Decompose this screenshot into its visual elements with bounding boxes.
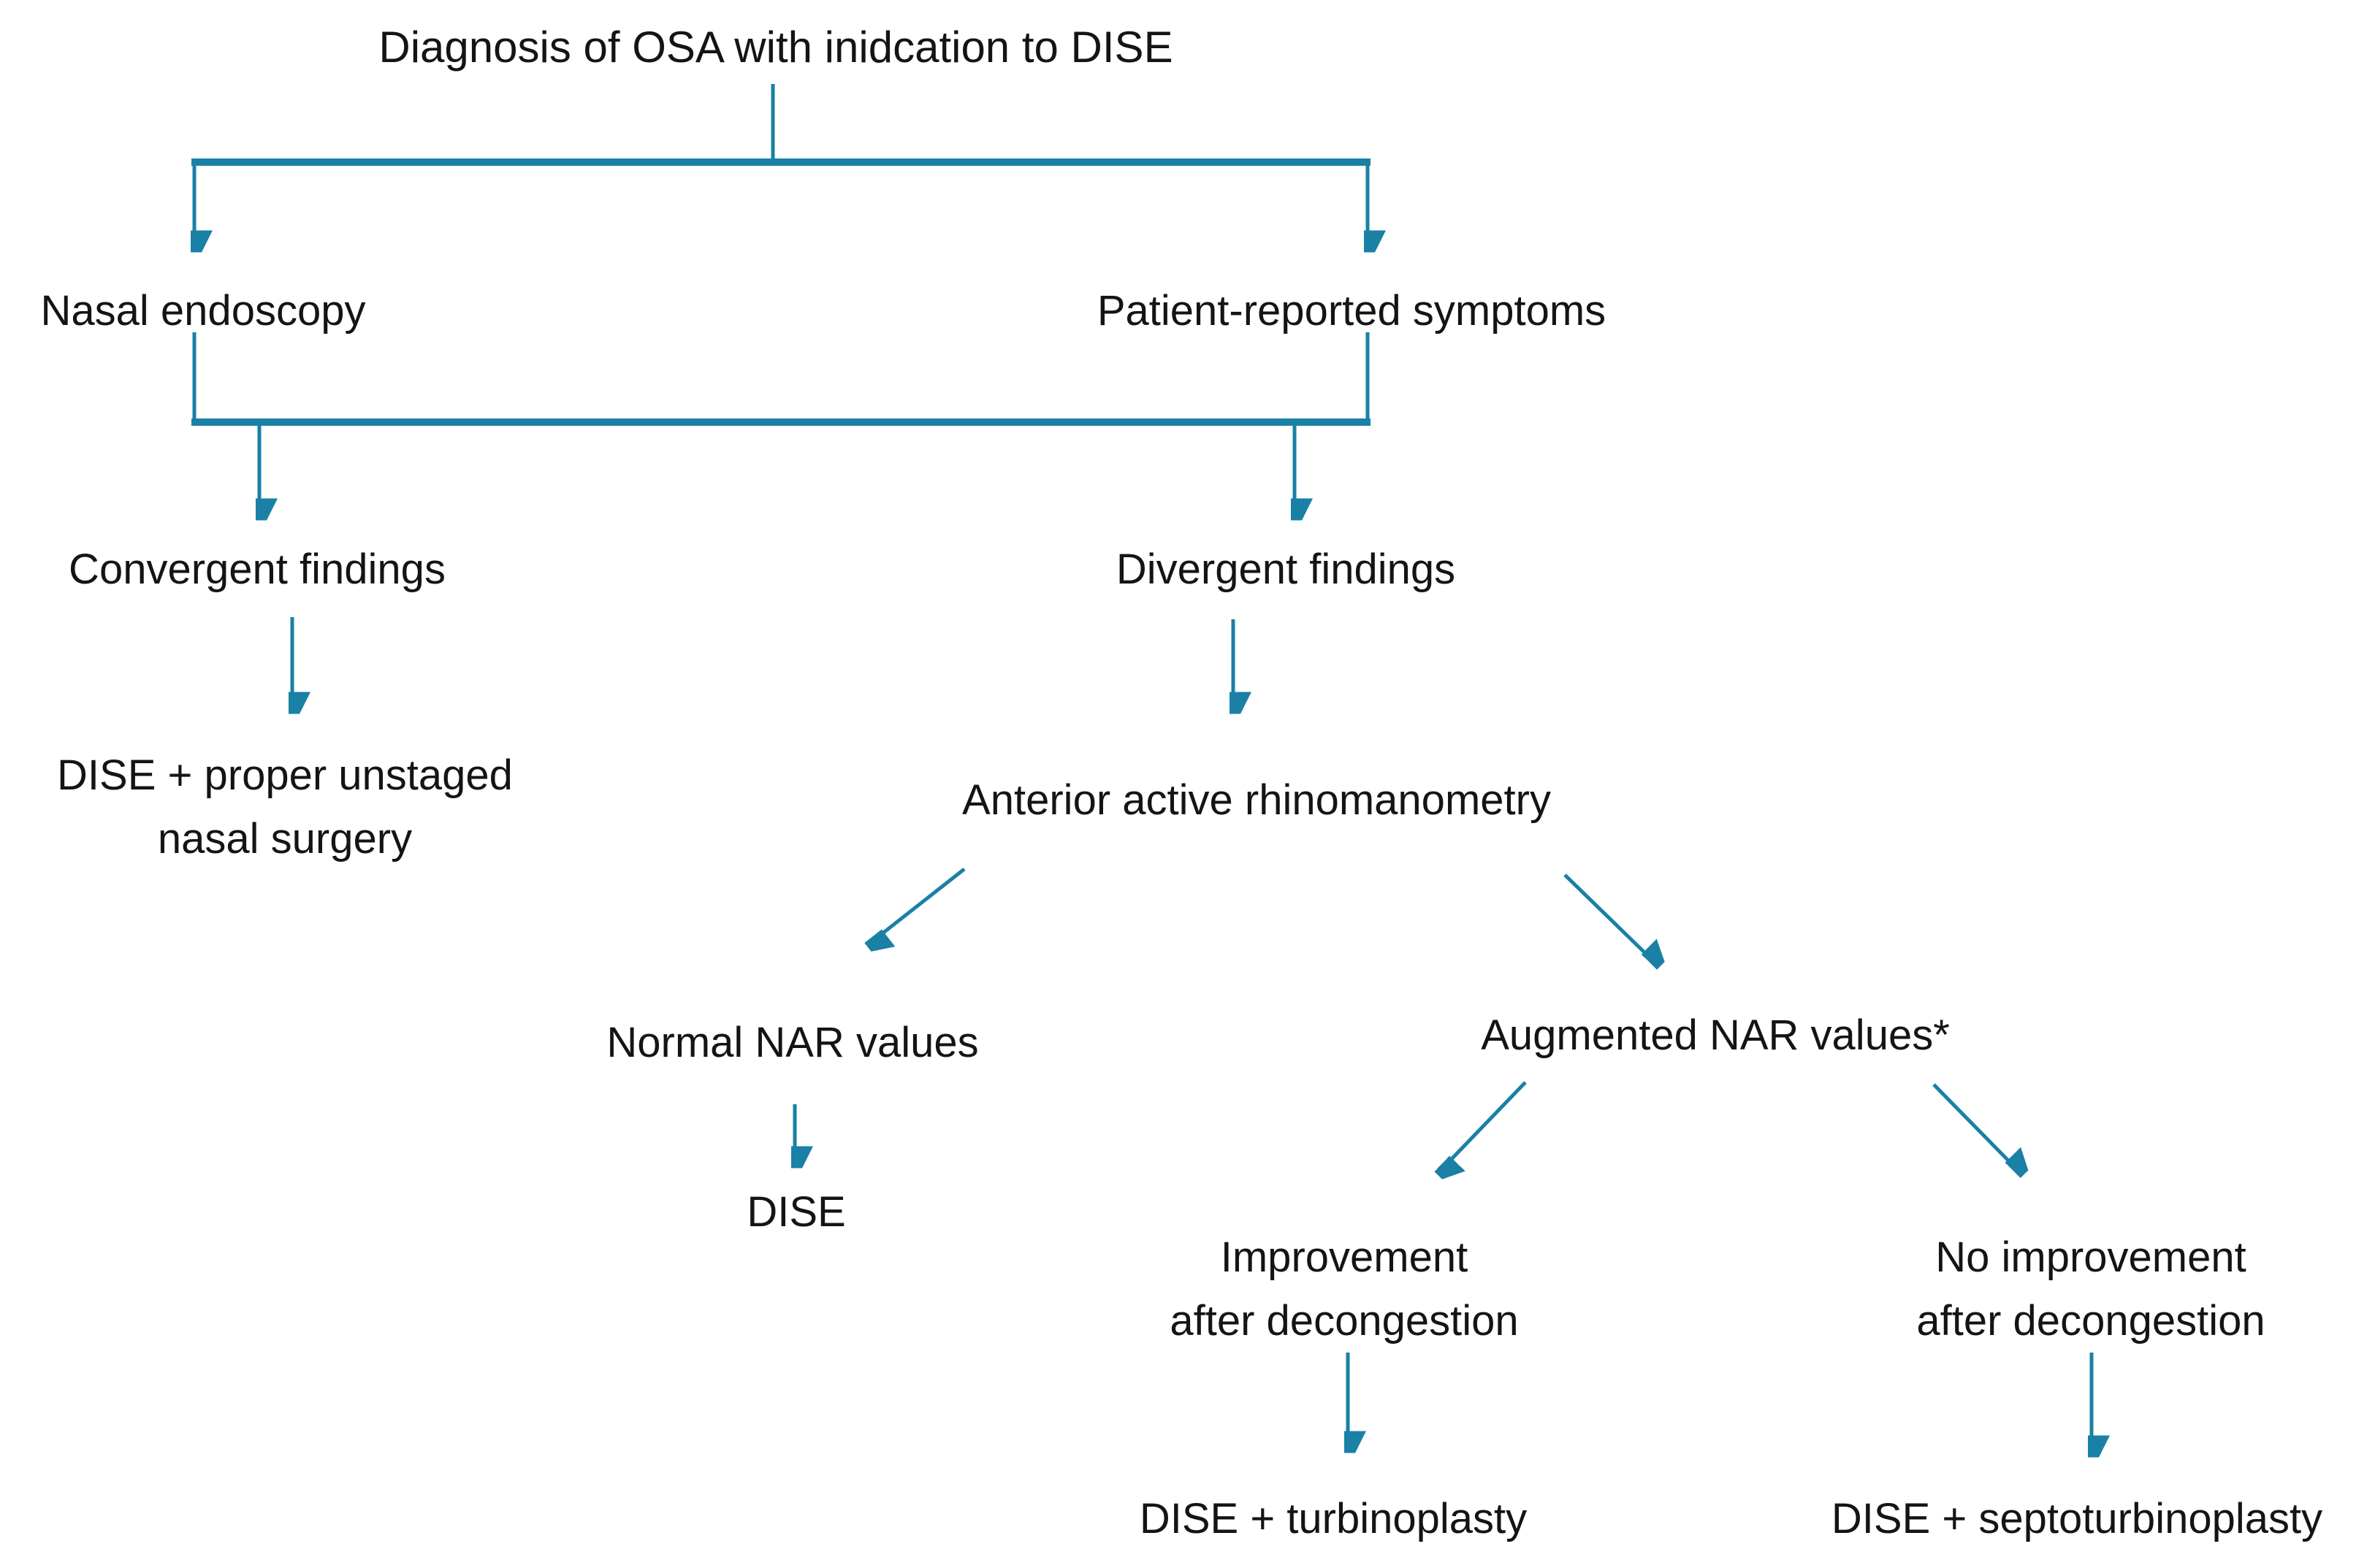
node-diagnosis-osa: Diagnosis of OSA with inidcation to DISE xyxy=(378,23,1173,72)
node-dise-unstaged-nasal-surgery: DISE + proper unstaged nasal surgery xyxy=(57,743,513,871)
bracket-merge xyxy=(191,332,1371,500)
node-augmented-nar-values: Augmented NAR values* xyxy=(1481,1011,1950,1059)
node-improvement-line2: after decongestion xyxy=(1170,1297,1519,1345)
node-dise-unstaged-line1: DISE + proper unstaged xyxy=(57,752,513,799)
bracket-top xyxy=(191,84,1371,232)
node-patient-reported-symptoms: Patient-reported symptoms xyxy=(1097,287,1606,334)
node-dise-turbinoplasty: DISE + turbinoplasty xyxy=(1139,1495,1528,1542)
node-dise: DISE xyxy=(747,1188,846,1236)
arrow-augmented-to-improvement xyxy=(1451,1081,1527,1160)
node-improvement-line1: Improvement xyxy=(1220,1234,1468,1281)
node-no-improvement-after-decongestion: No improvement after decongestion xyxy=(1916,1225,2265,1353)
node-nasal-endoscopy: Nasal endoscopy xyxy=(40,287,366,334)
node-no-improvement-line2: after decongestion xyxy=(1916,1297,2265,1345)
node-no-improvement-line1: No improvement xyxy=(1935,1234,2246,1281)
node-divergent-findings: Divergent findings xyxy=(1116,546,1456,593)
node-dise-unstaged-line2: nasal surgery xyxy=(157,815,413,863)
node-anterior-active-rhinomanometry: Anterior active rhinomanometry xyxy=(962,776,1551,824)
arrow-rhino-to-augmented-nar xyxy=(1563,873,1645,953)
node-convergent-findings: Convergent findings xyxy=(69,546,446,593)
arrow-augmented-to-no-improvement xyxy=(1932,1083,2009,1161)
arrow-rhino-to-normal-nar xyxy=(882,868,966,933)
node-dise-septoturbinoplasty: DISE + septoturbinoplasty xyxy=(1831,1495,2323,1542)
node-improvement-after-decongestion: Improvement after decongestion xyxy=(1170,1225,1518,1353)
node-normal-nar-values: Normal NAR values xyxy=(606,1019,979,1066)
